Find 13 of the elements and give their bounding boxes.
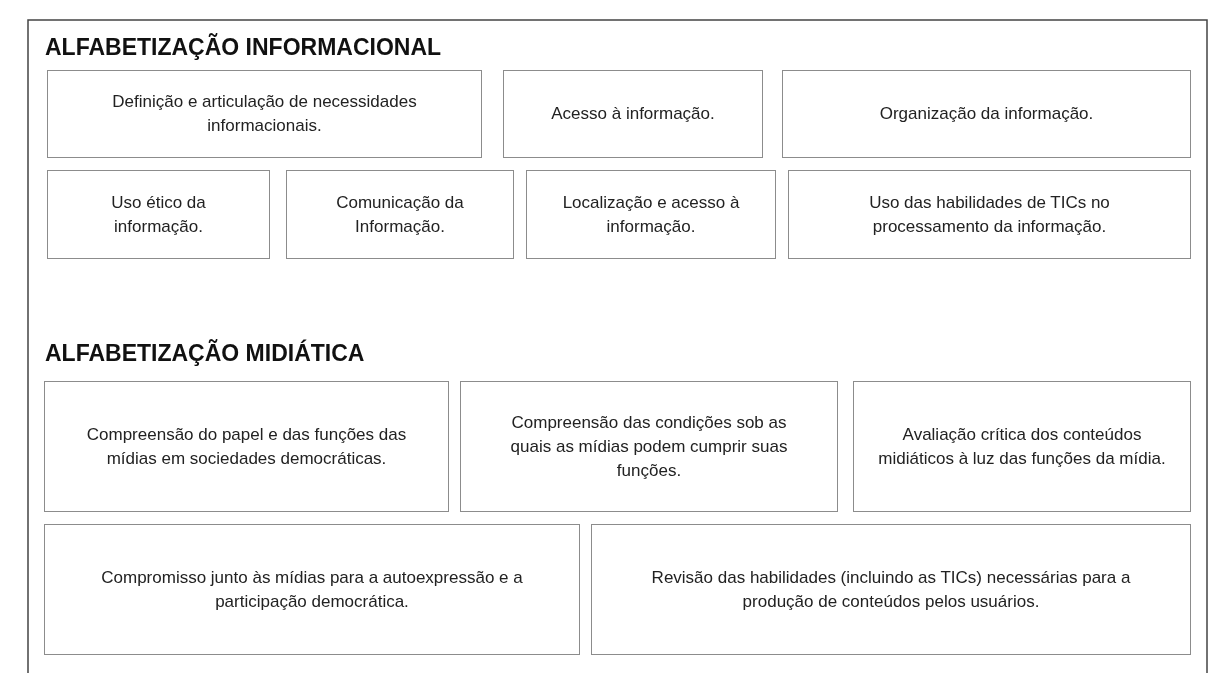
text-box: Organização da informação. (782, 70, 1191, 158)
text-box: Localização e acesso à informação. (526, 170, 776, 259)
text-box: Compreensão do papel e das funções das mídias em sociedades democráticas. (44, 381, 449, 512)
text-box: Uso das habilidades de TICs no processamento da informação. (788, 170, 1191, 259)
text-box: Avaliação crítica dos conteúdos midiáticos à luz das funções da mídia. (853, 381, 1191, 512)
section-heading: ALFABETIZAÇÃO INFORMACIONAL (45, 34, 442, 61)
text-box: Compreensão das condições sob as quais as mídias podem cumprir suas funções. (460, 381, 838, 512)
text-box: Definição e articulação de necessidades informacionais. (47, 70, 482, 158)
text-box: Revisão das habilidades (incluindo as TICs) necessárias para a produção de conteúdos pelos usuários. (591, 524, 1191, 655)
text-box: Uso ético da informação. (47, 170, 270, 259)
text-box: Acesso à informação. (503, 70, 763, 158)
text-box: Compromisso junto às mídias para a autoexpressão e a participação democrática. (44, 524, 580, 655)
text-box: Comunicação da Informação. (286, 170, 514, 259)
